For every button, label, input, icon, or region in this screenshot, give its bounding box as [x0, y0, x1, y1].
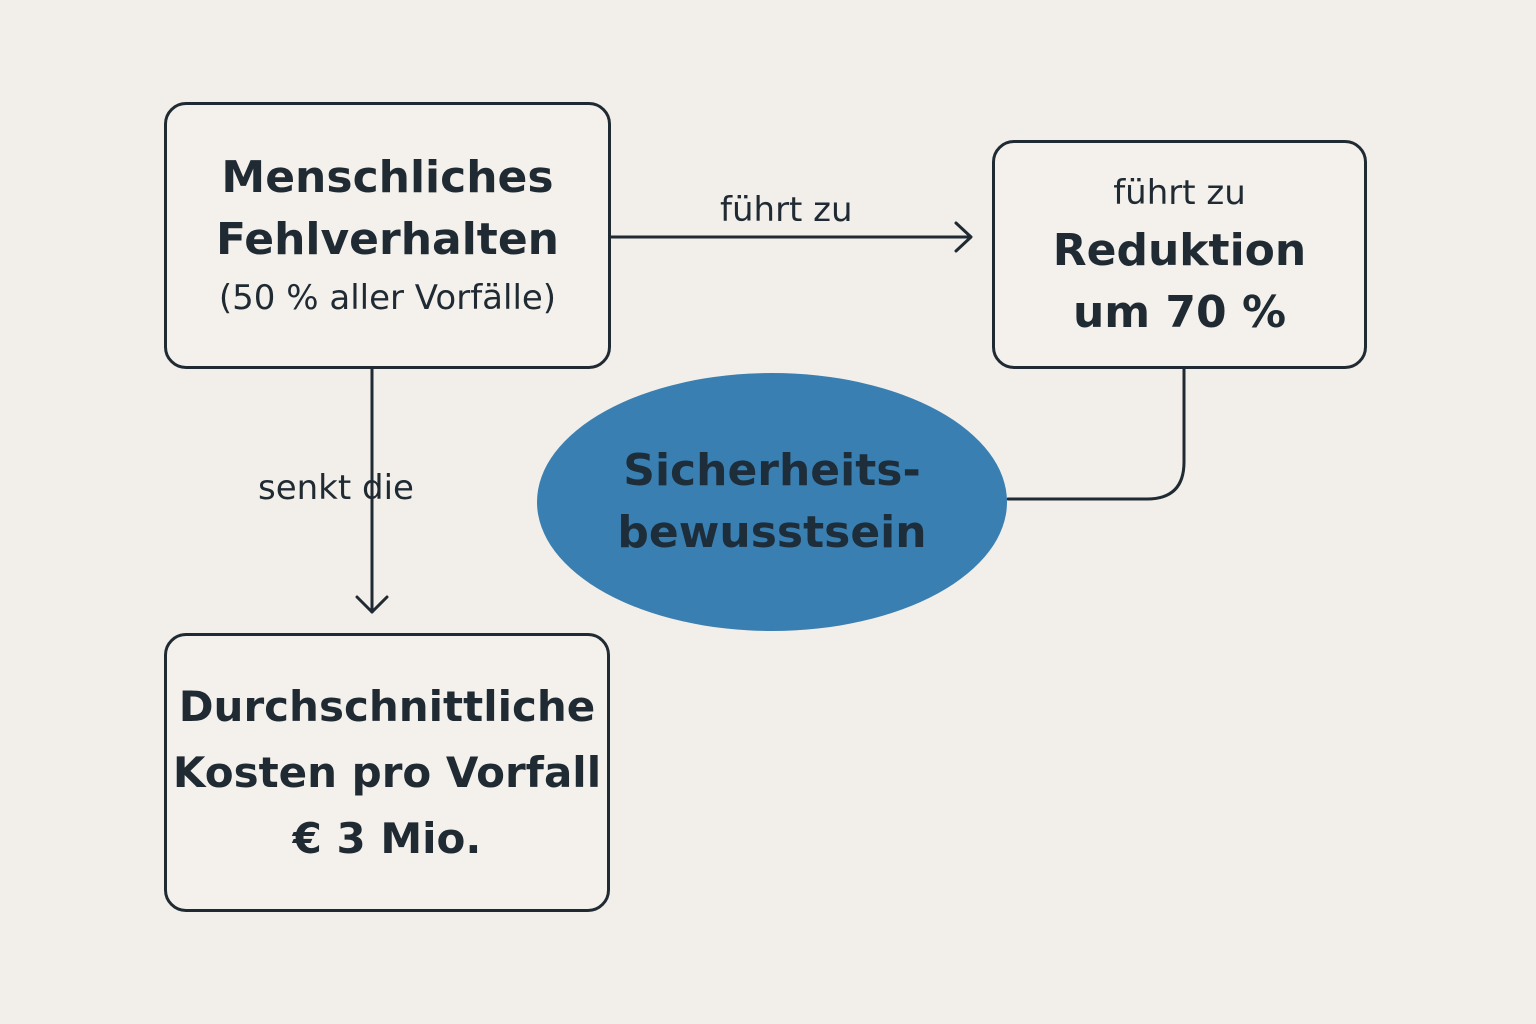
costs-line2: Kosten pro Vorfall — [172, 747, 602, 797]
node-security-awareness: Sicherheits- bewusstsein — [537, 373, 1007, 631]
reduction-line2: Reduktion — [1052, 224, 1307, 276]
edge-reduction-to-awareness — [1006, 367, 1186, 501]
human-error-title-line1: Menschliches — [221, 151, 554, 203]
costs-line1: Durchschnittliche — [178, 681, 596, 731]
costs-value: € 3 Mio. — [292, 813, 482, 863]
node-human-error: Menschliches Fehlverhalten (50 % aller V… — [164, 102, 611, 369]
edge-label-fuehrt-zu: führt zu — [720, 190, 853, 230]
edge-label-senkt-die: senkt die — [258, 468, 414, 508]
node-reduction: führt zu Reduktion um 70 % — [992, 140, 1367, 369]
awareness-line2: bewusstsein — [617, 507, 927, 558]
arrowhead-right — [954, 221, 973, 253]
human-error-subtitle: (50 % aller Vorfälle) — [218, 277, 557, 318]
arrowhead-down — [355, 595, 389, 614]
node-average-costs: Durchschnittliche Kosten pro Vorfall € 3… — [164, 633, 610, 912]
reduction-line1: führt zu — [1113, 172, 1246, 213]
reduction-line3: um 70 % — [1072, 286, 1287, 338]
human-error-title-line2: Fehlverhalten — [215, 213, 560, 265]
awareness-line1: Sicherheits- — [623, 445, 921, 496]
